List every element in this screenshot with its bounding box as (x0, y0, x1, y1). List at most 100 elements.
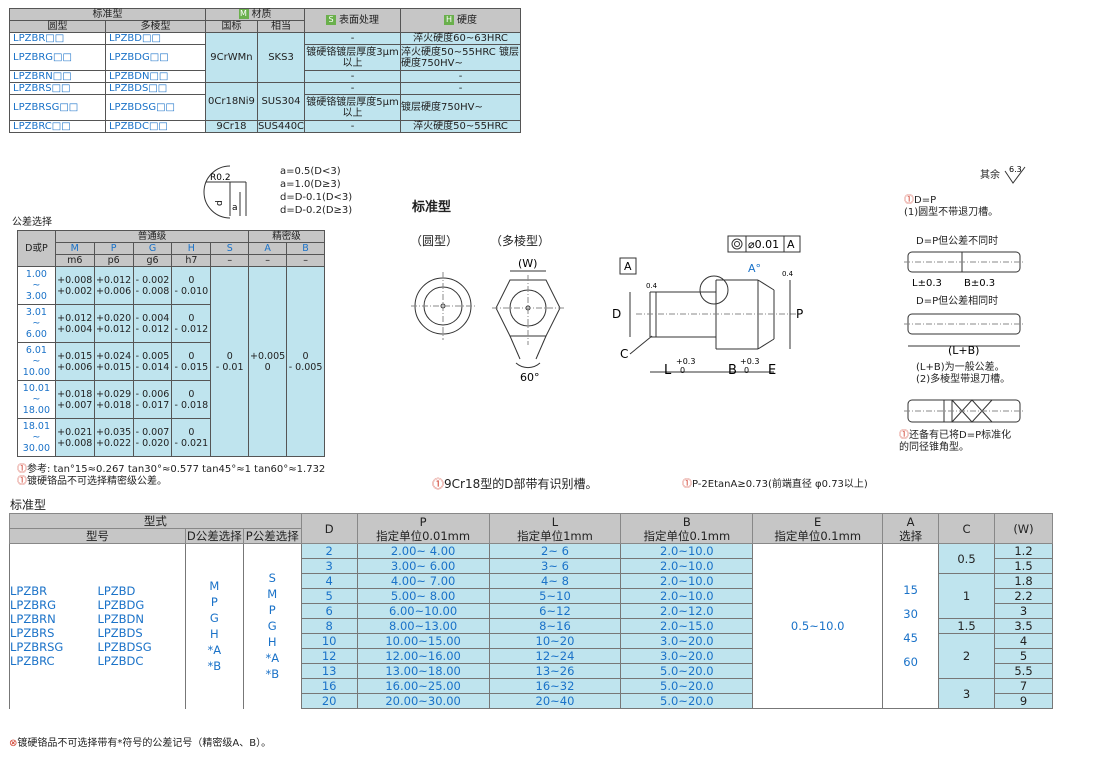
model-multi[interactable]: LPZBDG□□ (104, 44, 206, 71)
d-label: d (215, 200, 225, 206)
material-gb: 9Cr18 (204, 120, 258, 133)
tol-letter: B (286, 242, 325, 255)
a-value-item[interactable]: 60 (903, 655, 918, 669)
model-round[interactable]: LPZBR□□ (9, 32, 106, 45)
a-value-item[interactable]: 45 (903, 631, 918, 645)
gb-header: 国标 (204, 20, 258, 33)
d-tol-item[interactable]: M (209, 579, 220, 594)
tol-g6: - 0.005- 0.014 (132, 342, 173, 381)
p-tol-item[interactable]: *A (265, 651, 280, 666)
w-value: 9 (993, 693, 1054, 709)
spec-l-cell: 16~32 (488, 678, 622, 694)
e-dim-label: E (768, 363, 776, 378)
a-value-item[interactable]: 15 (903, 583, 918, 597)
model-multi-item[interactable]: LPZBD (97, 584, 136, 599)
model-multi-item[interactable]: LPZBDG (97, 598, 145, 613)
spec-l-cell: 20~40 (488, 693, 622, 709)
model-round-item[interactable]: LPZBRC (10, 654, 55, 669)
model-multi[interactable]: LPZBDSG□□ (104, 94, 206, 121)
d-tol-item[interactable]: H (210, 627, 219, 642)
spec-title: 标准型 (10, 498, 47, 512)
spec-p-cell: 8.00~13.00 (356, 618, 490, 634)
model-multi[interactable]: LPZBD□□ (104, 32, 206, 45)
model-round[interactable]: LPZBRN□□ (9, 70, 106, 83)
tolerance-row: 6.01~10.00+0.015+0.006+0.024+0.015- 0.00… (17, 342, 325, 381)
p-tol-item[interactable]: P (268, 603, 276, 618)
chamfer-detail-drawing: R0.2 d a (203, 165, 247, 219)
model-round-item[interactable]: LPZBRS (10, 626, 55, 641)
model-multi[interactable]: LPZBDC□□ (104, 120, 206, 133)
same-tol-label: D=P但公差相同时 (916, 296, 999, 307)
tol-grade: – (210, 254, 250, 267)
surface-value: - (304, 70, 401, 83)
a-label: a (232, 203, 238, 213)
tolerance-row: 3.01~6.00+0.012+0.004+0.020+0.012- 0.004… (17, 304, 325, 343)
w-value: 7 (993, 678, 1054, 694)
d-tol-item[interactable]: *B (207, 659, 222, 674)
model-round-item[interactable]: LPZBR (10, 584, 48, 599)
model-multi-item[interactable]: LPZBDS (97, 626, 143, 641)
spec-l-cell: 2~ 6 (488, 543, 622, 559)
p-tol-item[interactable]: M (267, 587, 278, 602)
tol-letter: A (248, 242, 288, 255)
model-round[interactable]: LPZBRC□□ (9, 120, 106, 133)
model-multi-item[interactable]: LPZBDSG (97, 640, 152, 655)
tol-h7: 0- 0.010 (171, 266, 212, 305)
tol-range: 3.01~6.00 (17, 304, 56, 343)
model-round[interactable]: LPZBRG□□ (9, 44, 106, 71)
d-tol-item[interactable]: P (210, 595, 218, 610)
model-round-item[interactable]: LPZBRG (10, 598, 57, 613)
drawing-title: 标准型 (412, 200, 452, 215)
spec-b-cell: 5.0~20.0 (620, 663, 754, 679)
d-tol-item[interactable]: G (209, 611, 219, 626)
model-round-item[interactable]: LPZBRN (10, 612, 56, 627)
w-header: (W) (993, 513, 1054, 544)
model-multi-item[interactable]: LPZBDC (97, 654, 144, 669)
datum-label: A (624, 260, 632, 273)
d-tol-item[interactable]: *A (207, 643, 222, 658)
l-tol-upper: +0.3 (676, 357, 695, 366)
model-round-item[interactable]: LPZBRSG (10, 640, 64, 655)
d-header: D (300, 513, 358, 544)
hardness-value: 镀层硬度750HV~ (400, 94, 521, 121)
material-gb: 9CrWMn (204, 32, 258, 83)
surface-badge: S (326, 15, 337, 25)
same-tol-pin: (L+B) (904, 313, 1024, 357)
p-tol-item[interactable]: *B (265, 667, 280, 682)
cone-note: ⓵还备有已将D=P标准化的同径锥角型。 (899, 430, 1012, 453)
tol-grade: g6 (132, 254, 173, 267)
tolerance-title: 公差选择 (12, 217, 52, 228)
p-tol-item[interactable]: H (267, 635, 277, 650)
dp-header: D或P (17, 230, 56, 267)
chamfer-notes: a=0.5(D<3) a=1.0(D≥3) d=D-0.1(D<3) d=D-0… (280, 166, 353, 216)
equiv-header: 相当 (256, 20, 306, 33)
model-round[interactable]: LPZBRSG□□ (9, 94, 106, 121)
model-round[interactable]: LPZBRS□□ (9, 82, 106, 95)
round-end-view (411, 272, 475, 340)
tol-g6: - 0.004- 0.012 (132, 304, 173, 343)
model-multi-item[interactable]: LPZBDN (97, 612, 145, 627)
surface-value: - (304, 32, 401, 45)
hardness-value: 淬火硬度60~63HRC (400, 32, 521, 45)
tol-p6: +0.035+0.022 (93, 418, 134, 457)
material-equiv: SUS304 (256, 82, 306, 121)
tol-range: 10.01~18.00 (17, 380, 56, 419)
b-tol-lower: 0 (744, 366, 749, 375)
hardness-value: 淬火硬度50~55HRC 镀层硬度750HV~ (400, 44, 521, 71)
a-value-item[interactable]: 30 (903, 607, 918, 621)
model-multi[interactable]: LPZBDN□□ (104, 70, 206, 83)
spec-p-cell: 10.00~15.00 (356, 633, 490, 649)
spec-b-cell: 2.0~10.0 (620, 573, 754, 589)
spec-d-cell: 3 (300, 558, 358, 574)
p-tol-item[interactable]: G (267, 619, 277, 634)
p-tol-item[interactable]: S (268, 571, 276, 586)
precise-grade-header: 精密级 (248, 230, 325, 243)
tol-p6: +0.020+0.012 (93, 304, 134, 343)
tolerance-row: 18.01~30.00+0.021+0.008+0.035+0.022- 0.0… (17, 418, 325, 457)
model-multi[interactable]: LPZBDS□□ (104, 82, 206, 95)
